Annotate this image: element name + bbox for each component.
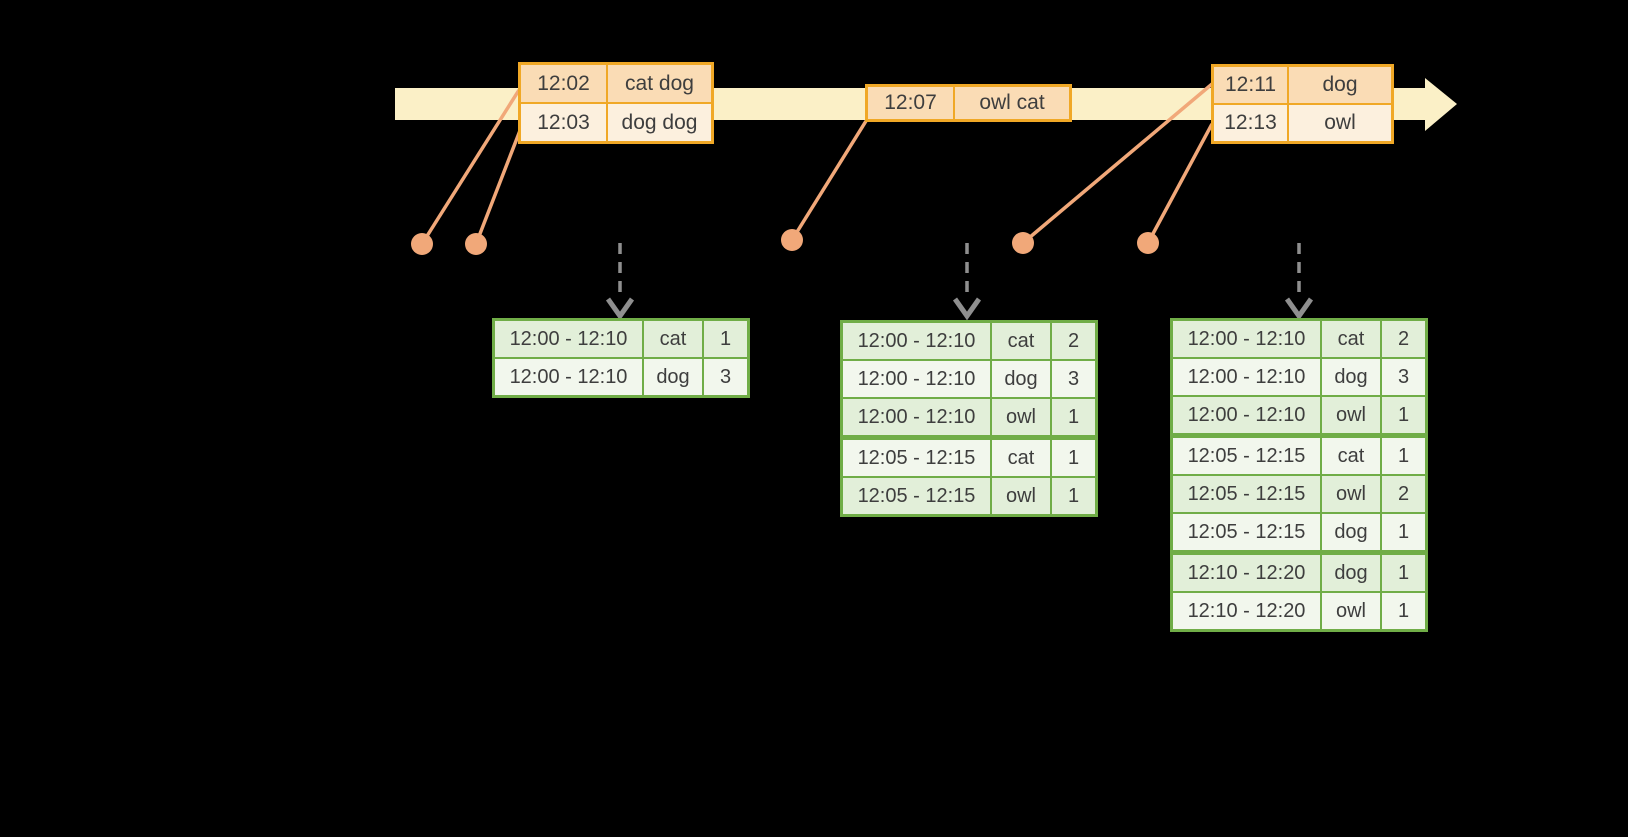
result-window-cell: 12:00 - 12:10 <box>843 323 990 359</box>
result-row: 12:00 - 12:10 dog 3 <box>843 359 1095 397</box>
event-row: 12:03 dog dog <box>521 102 711 141</box>
result-word-cell: owl <box>1320 593 1380 629</box>
event-connector-line <box>420 89 521 245</box>
event-time-cell: 12:02 <box>521 65 606 102</box>
result-window-cell: 12:00 - 12:10 <box>1173 397 1320 433</box>
event-connector-line <box>1146 123 1214 244</box>
result-count-cell: 1 <box>1380 438 1425 474</box>
result-window-cell: 12:00 - 12:10 <box>1173 359 1320 395</box>
result-row: 12:00 - 12:10 cat 2 <box>1173 321 1425 357</box>
event-dot <box>781 229 803 251</box>
result-count-cell: 2 <box>1050 323 1095 359</box>
result-count-cell: 1 <box>1050 440 1095 476</box>
result-window-cell: 12:00 - 12:10 <box>495 321 642 357</box>
result-word-cell: owl <box>990 478 1050 514</box>
result-window-cell: 12:00 - 12:10 <box>843 361 990 397</box>
event-words-cell: owl cat <box>953 87 1069 119</box>
event-row: 12:13 owl <box>1214 103 1391 141</box>
event-connector-line <box>1021 82 1214 245</box>
result-word-cell: dog <box>642 359 702 395</box>
result-count-cell: 1 <box>1050 478 1095 514</box>
event-table-12-07: 12:07 owl cat <box>865 84 1072 122</box>
result-row: 12:05 - 12:15 cat 1 <box>843 435 1095 476</box>
result-row: 12:05 - 12:15 owl 2 <box>1173 474 1425 512</box>
event-dot <box>411 233 433 255</box>
event-time-cell: 12:07 <box>868 87 953 119</box>
result-word-cell: cat <box>1320 321 1380 357</box>
event-connector-line <box>474 127 523 245</box>
event-time-cell: 12:11 <box>1214 67 1287 103</box>
result-row: 12:10 - 12:20 dog 1 <box>1173 550 1425 591</box>
event-connector-line <box>790 120 868 241</box>
event-words-cell: dog dog <box>606 104 711 141</box>
result-word-cell: cat <box>990 323 1050 359</box>
result-word-cell: cat <box>1320 438 1380 474</box>
result-row: 12:05 - 12:15 cat 1 <box>1173 433 1425 474</box>
event-table-12-11: 12:11 dog 12:13 owl <box>1211 64 1394 144</box>
result-window-cell: 12:10 - 12:20 <box>1173 593 1320 629</box>
result-row: 12:05 - 12:15 owl 1 <box>843 476 1095 514</box>
result-window-cell: 12:05 - 12:15 <box>1173 514 1320 550</box>
event-words-cell: owl <box>1287 105 1391 141</box>
result-count-cell: 3 <box>1380 359 1425 395</box>
result-window-cell: 12:05 - 12:15 <box>1173 476 1320 512</box>
timeline-arrowhead-icon <box>1425 78 1457 131</box>
result-count-cell: 3 <box>1050 361 1095 397</box>
result-window-cell: 12:05 - 12:15 <box>843 440 990 476</box>
result-word-cell: owl <box>1320 476 1380 512</box>
result-count-cell: 1 <box>1380 555 1425 591</box>
result-word-cell: dog <box>1320 514 1380 550</box>
result-word-cell: dog <box>990 361 1050 397</box>
event-time-cell: 12:13 <box>1214 105 1287 141</box>
result-row: 12:10 - 12:20 owl 1 <box>1173 591 1425 629</box>
result-table-3: 12:00 - 12:10 cat 2 12:00 - 12:10 dog 3 … <box>1170 318 1428 632</box>
event-words-cell: dog <box>1287 67 1391 103</box>
result-row: 12:00 - 12:10 owl 1 <box>843 397 1095 435</box>
result-word-cell: dog <box>1320 555 1380 591</box>
event-row: 12:02 cat dog <box>521 65 711 102</box>
event-row: 12:07 owl cat <box>868 87 1069 119</box>
result-row: 12:05 - 12:15 dog 1 <box>1173 512 1425 550</box>
event-dot <box>1137 232 1159 254</box>
result-table-1: 12:00 - 12:10 cat 1 12:00 - 12:10 dog 3 <box>492 318 750 398</box>
event-table-12-02: 12:02 cat dog 12:03 dog dog <box>518 62 714 144</box>
result-row: 12:00 - 12:10 dog 3 <box>1173 357 1425 395</box>
result-count-cell: 1 <box>1380 397 1425 433</box>
result-count-cell: 2 <box>1380 476 1425 512</box>
result-window-cell: 12:05 - 12:15 <box>1173 438 1320 474</box>
result-word-cell: cat <box>642 321 702 357</box>
trigger-arrowhead-icon <box>1284 297 1314 321</box>
trigger-arrowhead-icon <box>952 297 982 321</box>
result-window-cell: 12:00 - 12:10 <box>495 359 642 395</box>
result-table-2: 12:00 - 12:10 cat 2 12:00 - 12:10 dog 3 … <box>840 320 1098 517</box>
result-row: 12:00 - 12:10 cat 1 <box>495 321 747 357</box>
trigger-arrowhead-icon <box>605 297 635 321</box>
result-word-cell: owl <box>990 399 1050 435</box>
result-count-cell: 1 <box>1380 593 1425 629</box>
result-word-cell: owl <box>1320 397 1380 433</box>
result-window-cell: 12:05 - 12:15 <box>843 478 990 514</box>
result-window-cell: 12:10 - 12:20 <box>1173 555 1320 591</box>
result-count-cell: 2 <box>1380 321 1425 357</box>
event-words-cell: cat dog <box>606 65 711 102</box>
event-time-cell: 12:03 <box>521 104 606 141</box>
result-word-cell: cat <box>990 440 1050 476</box>
result-count-cell: 3 <box>702 359 747 395</box>
result-row: 12:00 - 12:10 cat 2 <box>843 323 1095 359</box>
event-dot <box>465 233 487 255</box>
result-window-cell: 12:00 - 12:10 <box>843 399 990 435</box>
result-word-cell: dog <box>1320 359 1380 395</box>
result-count-cell: 1 <box>1050 399 1095 435</box>
result-count-cell: 1 <box>1380 514 1425 550</box>
result-count-cell: 1 <box>702 321 747 357</box>
event-dot <box>1012 232 1034 254</box>
result-row: 12:00 - 12:10 dog 3 <box>495 357 747 395</box>
result-window-cell: 12:00 - 12:10 <box>1173 321 1320 357</box>
result-row: 12:00 - 12:10 owl 1 <box>1173 395 1425 433</box>
event-row: 12:11 dog <box>1214 67 1391 103</box>
